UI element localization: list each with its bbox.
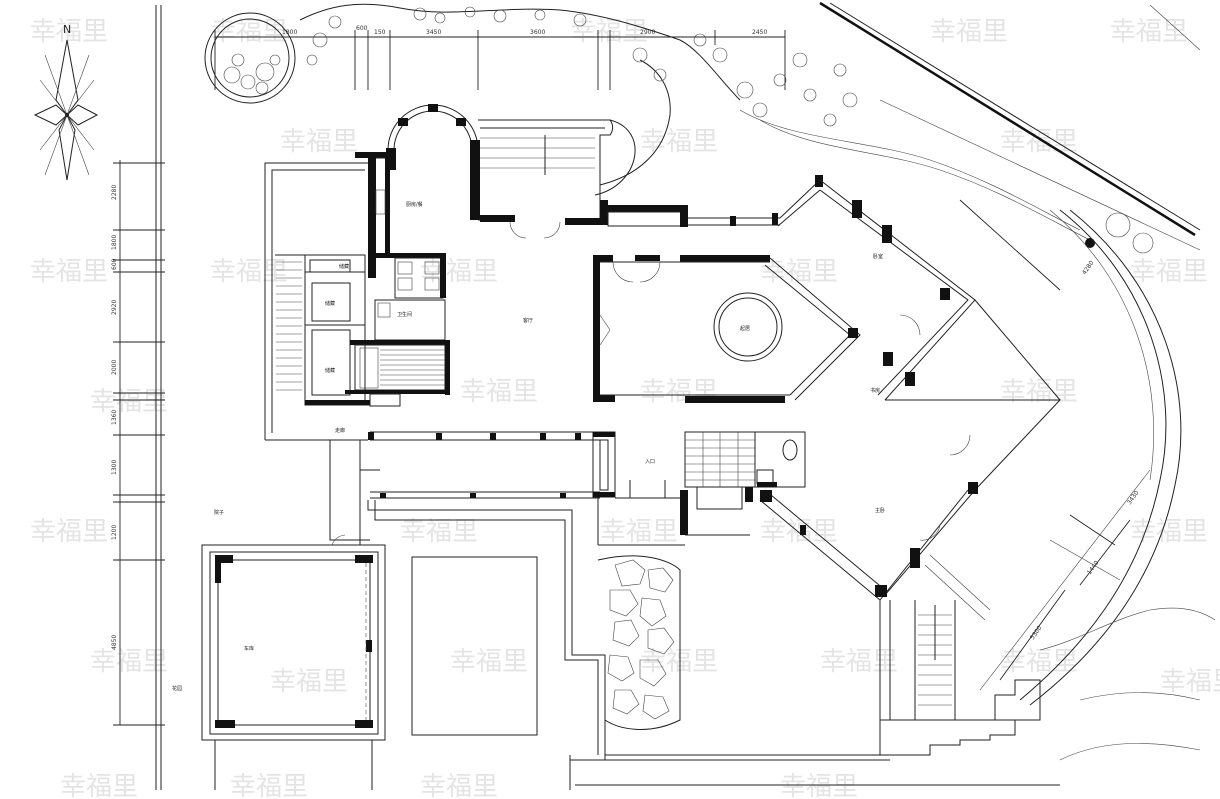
stair-lines: [276, 261, 302, 391]
dim-label: 5300: [1029, 624, 1044, 641]
watermark-text: 幸福里: [30, 517, 108, 547]
watermark-text: 幸福里: [1110, 17, 1188, 47]
watermark-text: 幸福里: [640, 127, 718, 157]
dim-label: 3450: [426, 29, 441, 36]
room-label-yard: 院子: [214, 509, 224, 516]
watermark-text: 幸福里: [460, 377, 538, 407]
lower-walls: [329, 440, 1060, 790]
watermark-text: 幸福里: [210, 257, 288, 287]
watermark-text: 幸福里: [1000, 377, 1078, 407]
main-hall: [593, 255, 861, 403]
room-label-storage: 储藏: [325, 367, 335, 374]
round-planter: [204, 12, 296, 104]
watermark-text: 幸福里: [30, 257, 108, 287]
watermark-text: 幸福里: [420, 772, 498, 799]
pool: [411, 556, 538, 736]
building-core: [345, 152, 450, 407]
entry-steps: [879, 600, 1041, 756]
bay-window: [386, 104, 515, 222]
landscape-right: [979, 209, 1216, 761]
right-wing: [759, 179, 1062, 621]
watermark-text: 幸福里: [570, 17, 648, 47]
dim-label: 4850: [111, 635, 118, 650]
stair-bottom: [680, 431, 806, 535]
north-arrow-icon: N: [33, 23, 99, 181]
room-label-bath: 卫生间: [397, 311, 412, 318]
room-label-entrance: 入口: [645, 459, 655, 465]
dim-label: 150: [374, 29, 386, 36]
room-label-kitchen: 厨房/餐: [406, 201, 423, 208]
room-labels: 厨房/餐 储藏 储藏 储藏 卫生间 客厅 起居 卧室 主卧 走廊 书房 入口 车…: [172, 201, 885, 692]
room-label-hall: 客厅: [523, 317, 533, 324]
watermark-text: 幸福里: [1130, 517, 1208, 547]
watermark-text: 幸福里: [930, 17, 1008, 47]
left-dimension-chain: 2280 1800 600 2920 2000 1360 1300 1200 4…: [111, 5, 165, 790]
watermark-text: 幸福里: [90, 647, 168, 677]
room-label-study: 书房: [870, 387, 880, 394]
watermark-text: 幸福里: [420, 257, 498, 287]
dim-label: 2450: [752, 29, 767, 36]
room-label-living: 起居: [740, 326, 750, 332]
dim-label: 2920: [111, 300, 118, 315]
dim-label: 1800: [111, 235, 118, 250]
north-label: N: [63, 23, 71, 36]
watermark-text: 幸福里: [1160, 667, 1220, 697]
dim-label: 600: [356, 25, 368, 32]
stone-path: [597, 555, 681, 730]
watermark-text: 幸福里: [270, 667, 348, 697]
dim-label: 3430: [1126, 489, 1141, 506]
dim-label: 1360: [111, 410, 118, 425]
top-dimension-chain: 1800 600 150 3450 3600 2900 2450: [214, 25, 786, 90]
watermark-text: 幸福里: [30, 17, 108, 47]
watermark-text: 幸福里: [450, 647, 528, 677]
dim-label: 1800: [282, 29, 297, 36]
dim-label: 3600: [530, 29, 545, 36]
dim-label: 600: [111, 258, 118, 270]
room-label-garage: 车库: [244, 645, 254, 652]
front-porch: [478, 119, 636, 239]
watermark-text: 幸福里: [90, 387, 168, 417]
room-label-garden: 花园: [172, 685, 182, 692]
right-dimension-chain: 4280 3430 1440 5300: [959, 199, 1141, 681]
watermark-text: 幸福里: [820, 647, 898, 677]
room-label-corridor: 走廊: [335, 427, 345, 434]
watermark-text: 幸福里: [1000, 647, 1078, 677]
room-label-bedroom: 卧室: [873, 253, 883, 260]
dim-label: 1300: [111, 460, 118, 475]
watermark-text: 幸福里: [600, 517, 678, 547]
watermark-text: 幸福里: [60, 772, 138, 799]
watermark-text: 幸福里: [1000, 127, 1078, 157]
watermark-text: 幸福里: [1130, 257, 1208, 287]
room-label-storage: 储藏: [325, 300, 335, 307]
watermark-text: 幸福里: [280, 127, 358, 157]
landscape-top: [299, 3, 1091, 241]
watermark-layer: 幸福里 幸福里 幸福里 幸福里 幸福里 幸福里 幸福里 幸福里 幸福里 幸福里 …: [30, 17, 1220, 799]
corridor: [360, 431, 685, 499]
road-edge: [819, 1, 1201, 254]
dim-label: 2900: [640, 29, 655, 36]
upper-facade: [605, 175, 823, 227]
watermark-text: 幸福里: [640, 647, 718, 677]
watermark-text: 幸福里: [230, 772, 308, 799]
dim-label: 2000: [111, 360, 118, 375]
building-left-wing: [264, 162, 370, 441]
room-label-bedroom: 主卧: [875, 507, 885, 514]
garage: [201, 534, 386, 790]
watermark-text: 幸福里: [400, 517, 478, 547]
dim-label: 4280: [1081, 259, 1096, 276]
dim-label: 2280: [111, 185, 118, 200]
room-label-storage: 储藏: [339, 263, 349, 270]
dim-label: 1200: [111, 525, 118, 540]
